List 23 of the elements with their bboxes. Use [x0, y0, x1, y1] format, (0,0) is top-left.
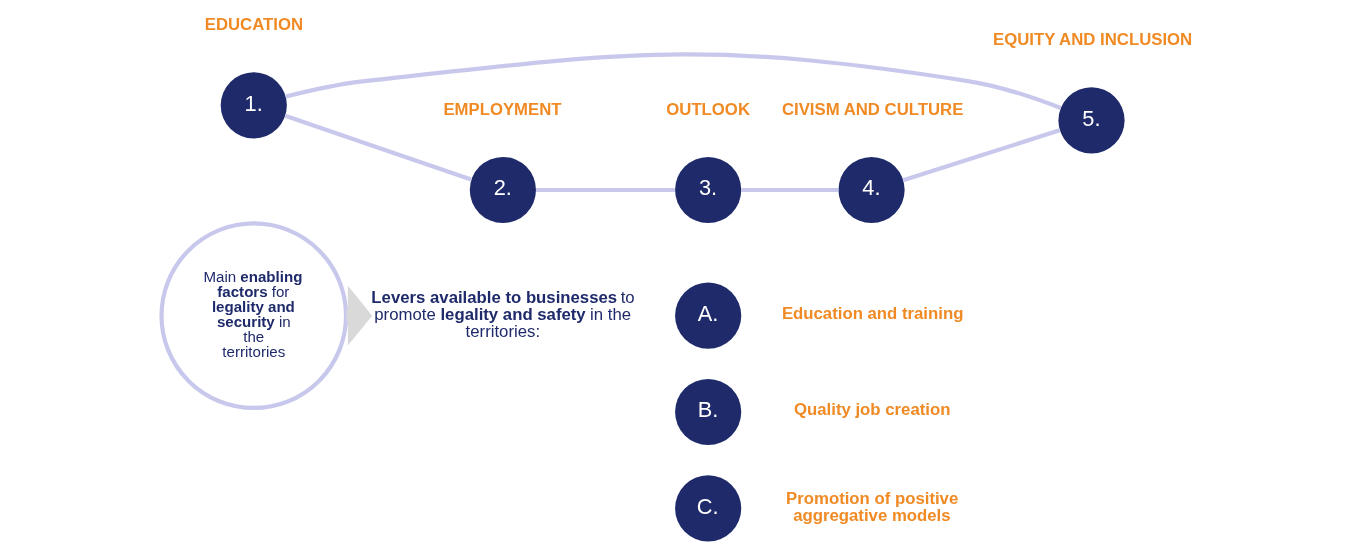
- node-circle: A.: [675, 282, 742, 349]
- node-label: EQUITY AND INCLUSION: [993, 30, 1193, 50]
- connector: [536, 187, 675, 193]
- node-circle: 4.: [838, 156, 905, 224]
- node-circle: 5.: [1058, 87, 1125, 154]
- connector: [902, 128, 1061, 183]
- node-circle: B.: [675, 378, 742, 446]
- connector: [741, 187, 839, 193]
- node-text: Levers available to businesses to promote legality and safety in the territories:: [371, 288, 635, 341]
- node-label: Quality job creation: [794, 400, 951, 420]
- node-circle: 1.: [220, 72, 287, 139]
- node-label: EDUCATION: [204, 14, 304, 34]
- node-circle: C.: [675, 475, 742, 542]
- node-circle: 2.: [469, 156, 536, 224]
- connector: [285, 52, 1062, 110]
- node-circle: Main enabling factors for legality and security in the territories: [159, 221, 349, 411]
- node-label: Education and training: [781, 304, 964, 324]
- node-circle: 3.: [675, 156, 742, 224]
- connector: [284, 113, 472, 182]
- node-label: OUTLOOK: [666, 99, 751, 119]
- node-label: Promotion of positive aggregative models: [786, 489, 959, 525]
- node-label: EMPLOYMENT: [443, 99, 562, 119]
- node-label: CIVISM AND CULTURE: [781, 99, 964, 119]
